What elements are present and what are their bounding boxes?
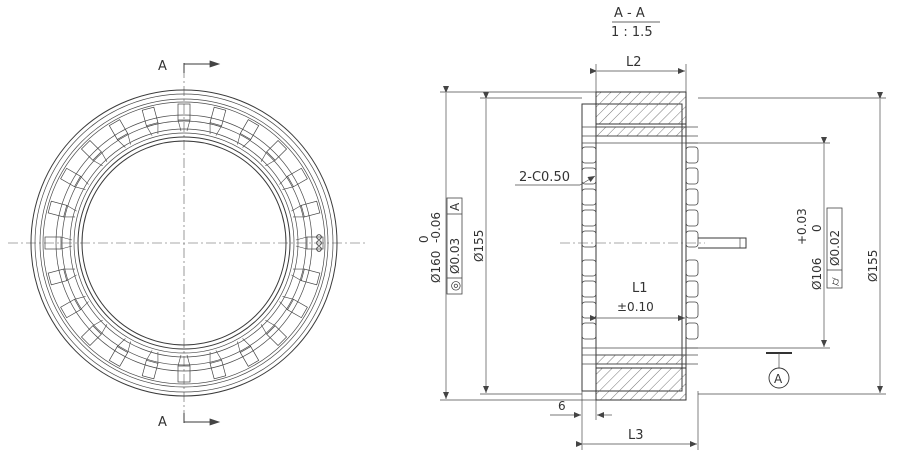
concentricity-symbol: ◎ <box>448 281 462 291</box>
winding-block <box>581 209 597 227</box>
stator-slot <box>108 119 131 148</box>
winding-block <box>581 322 597 340</box>
stator-slot <box>60 296 89 319</box>
section-label-top: A <box>158 59 167 74</box>
winding-block <box>685 301 699 319</box>
winding-block <box>685 259 699 277</box>
winding-block <box>581 301 597 319</box>
tooth-ring <box>73 132 295 354</box>
stator-slot <box>80 319 108 347</box>
section-core-outline <box>595 91 687 401</box>
d160-tol-upper: 0 <box>417 235 431 243</box>
winding-block <box>581 146 597 164</box>
hatch-yoke-bottom <box>595 367 687 401</box>
stator-slot <box>237 119 260 148</box>
bore-ring-outer <box>77 136 291 350</box>
winding-block <box>581 188 597 206</box>
hatch-lamination-top <box>595 126 687 137</box>
stator-slot <box>260 319 288 347</box>
dim-l1-tolerance: ±0.10 <box>617 300 654 314</box>
chamfer-label: 2-C0.50 <box>519 170 570 185</box>
section-view: A - A 1 : 1.5 L2 L1 ± <box>417 6 886 450</box>
dim-l3: L3 <box>628 428 644 443</box>
section-title: A - A <box>614 6 645 21</box>
section-label-bottom: A <box>158 415 167 430</box>
slot-ring-outer <box>55 114 313 372</box>
d106-tol-lower: 0 <box>810 224 824 232</box>
dim-l1: L1 <box>632 281 648 296</box>
winding-block <box>685 167 699 185</box>
hatch-yoke-top <box>595 91 687 125</box>
datum-letter: A <box>774 372 783 386</box>
chamfer-arrow <box>579 175 596 186</box>
d160-tol-lower: -0.06 <box>429 212 443 243</box>
section-arrow-top-head <box>209 60 221 68</box>
stator-slot <box>260 139 288 167</box>
outer-ring-4 <box>42 101 326 385</box>
section-arrow-bottom-head <box>209 418 221 426</box>
winding-block <box>685 280 699 298</box>
datum-circle <box>768 367 790 389</box>
cylindricity-frame <box>826 207 843 289</box>
stator-slot <box>108 338 131 367</box>
lead-wire <box>698 237 747 249</box>
bore-ring-inner <box>81 140 287 346</box>
winding-block <box>581 230 597 248</box>
dim-l2: L2 <box>626 55 642 70</box>
stator-slot <box>60 167 89 190</box>
winding-block <box>581 280 597 298</box>
dim-6: 6 <box>558 399 566 413</box>
outer-ring-2 <box>34 93 334 393</box>
cylindricity-value: Ø0.02 <box>828 230 842 266</box>
stator-slot <box>237 338 260 367</box>
winding-block <box>685 322 699 340</box>
d106-tol-upper: +0.03 <box>795 208 809 245</box>
outer-ring-1 <box>30 89 338 397</box>
winding-block <box>685 188 699 206</box>
d155-right-value: Ø155 <box>866 250 880 282</box>
section-scale: 1 : 1.5 <box>611 25 653 40</box>
hatch-lamination-bottom <box>595 354 687 365</box>
winding-block <box>685 230 699 248</box>
winding-block <box>685 146 699 164</box>
cylindricity-symbol: ⌭ <box>828 277 842 286</box>
concentricity-frame <box>446 197 463 295</box>
d106-value: Ø106 <box>810 258 824 290</box>
stator-slot <box>279 167 308 190</box>
concentricity-value: Ø0.03 <box>448 238 462 274</box>
d160-value: Ø160 <box>429 251 443 283</box>
slot-ring-inner <box>69 128 299 358</box>
concentricity-datum: A <box>448 202 462 211</box>
slot-ring-mid <box>61 120 307 366</box>
stator-slot <box>279 296 308 319</box>
winding-block <box>685 209 699 227</box>
front-view: A A <box>8 59 368 430</box>
stator-slot <box>80 139 108 167</box>
winding-block <box>581 167 597 185</box>
winding-blocks <box>581 146 699 340</box>
d155-left-value: Ø155 <box>472 230 486 262</box>
winding-block <box>581 259 597 277</box>
outer-ring-3 <box>39 98 329 388</box>
terminal-marker <box>316 234 322 252</box>
